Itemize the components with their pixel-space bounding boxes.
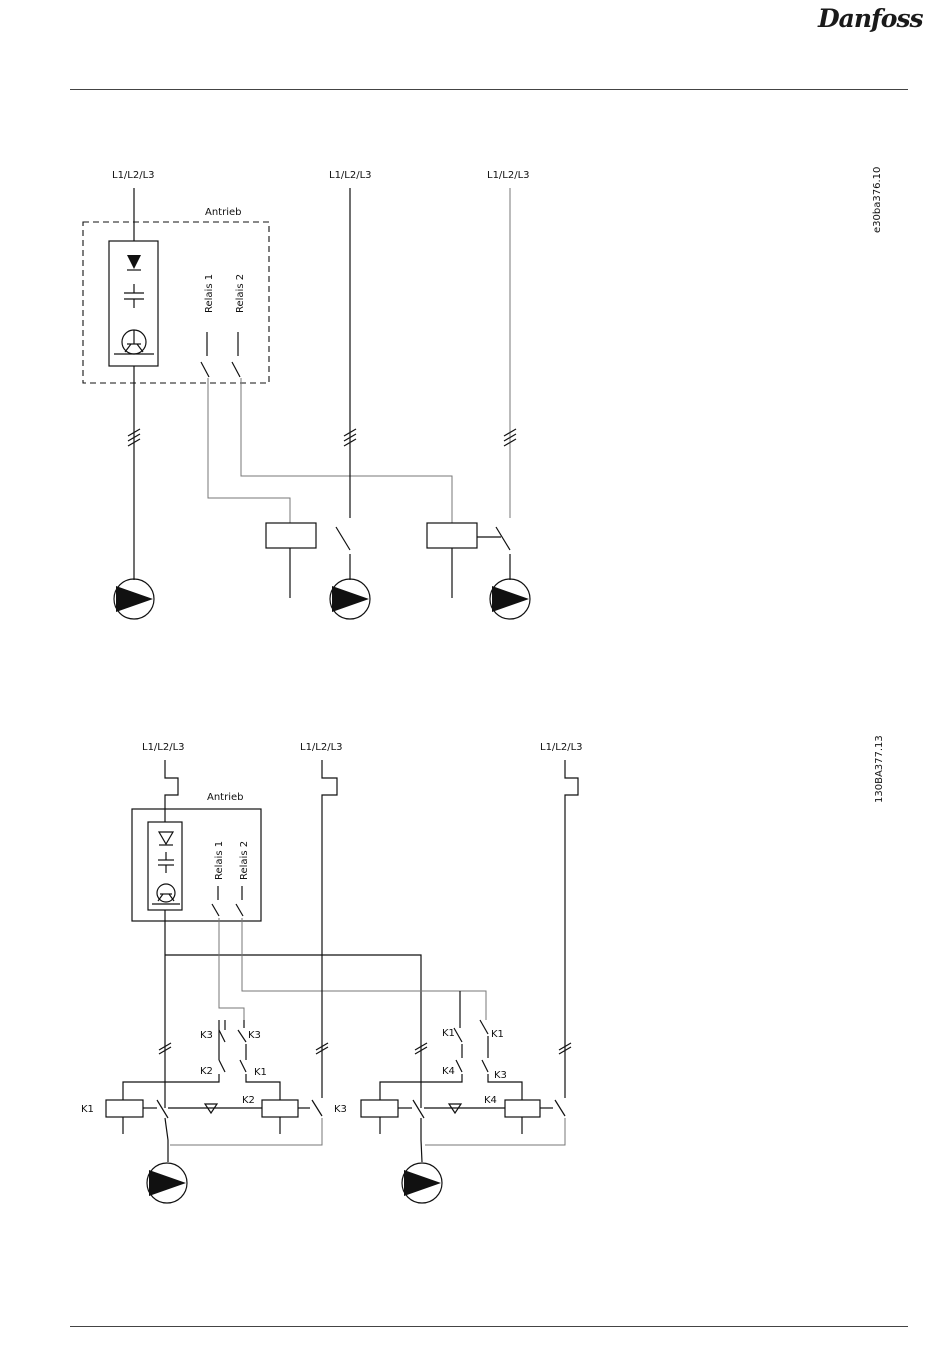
relay-2-label: Relais 2 [239,841,250,880]
relay-2-contact [232,362,240,377]
relay-1-label: Relais 1 [204,274,215,313]
label-k1-b: K1 [442,1028,455,1039]
contact-k1 [157,1100,168,1118]
label-k2-coil: K2 [242,1095,255,1106]
relay-2-wire [242,918,486,1020]
label-k4-coil: K4 [484,1095,497,1106]
rectifier-diode-icon [127,255,141,269]
supply-label-1: L1/L2/L3 [112,170,155,181]
drive-label: Antrieb [205,207,242,218]
mains-contact-2 [336,527,350,550]
label-k2-left: K2 [200,1066,213,1077]
supply-line-2 [322,760,337,1098]
supply-label-2: L1/L2/L3 [300,742,343,753]
contact-k4 [555,1100,565,1116]
contact-k3 [413,1100,424,1118]
drive-label: Antrieb [207,792,244,803]
supply-line-1 [165,760,178,822]
label-k1-mid: K1 [254,1067,267,1078]
label-k3-b: K3 [494,1070,507,1081]
relay-1-label: Relais 1 [214,841,225,880]
contact-k2 [312,1100,322,1116]
mains-contact-3 [496,527,510,550]
label-k1-coil: K1 [81,1104,94,1115]
contactor-coil-k2 [262,1100,298,1117]
supply-label-3: L1/L2/L3 [540,742,583,753]
relay-2-contact [236,904,243,916]
diagram-2: 130BA377.13 L1/L2/L3 L1/L2/L3 L1/L2/L3 A… [81,735,885,1203]
label-k4-a: K4 [442,1066,455,1077]
label-k1-c: K1 [491,1029,504,1040]
relay-1-wire [219,918,244,1020]
contactor-coil-k1 [106,1100,143,1117]
supply-label-1: L1/L2/L3 [142,742,185,753]
relay-1-contact [201,362,209,377]
label-k3-right: K3 [248,1030,261,1041]
relay-1-contact [212,904,219,916]
drive-module [148,822,182,910]
contactor-coil-k4 [505,1100,540,1117]
relay-2-wire [241,378,452,523]
contactor-coil-k3 [361,1100,398,1117]
supply-label-3: L1/L2/L3 [487,170,530,181]
label-k3-left: K3 [200,1030,213,1041]
rectifier-diode-icon [159,832,173,844]
relay-2-label: Relais 2 [235,274,246,313]
relay-1-wire [208,378,290,523]
label-k3-coil: K3 [334,1104,347,1115]
contactor-coil-2 [427,523,477,548]
contactor-coil-1 [266,523,316,548]
diagram-1: e30ba376.10 L1/L2/L3 L1/L2/L3 L1/L2/L3 A… [83,167,883,619]
diagram-1-id: e30ba376.10 [872,167,883,233]
supply-label-2: L1/L2/L3 [329,170,372,181]
diagram-2-id: 130BA377.13 [874,735,885,803]
supply-line-3 [565,760,578,1098]
